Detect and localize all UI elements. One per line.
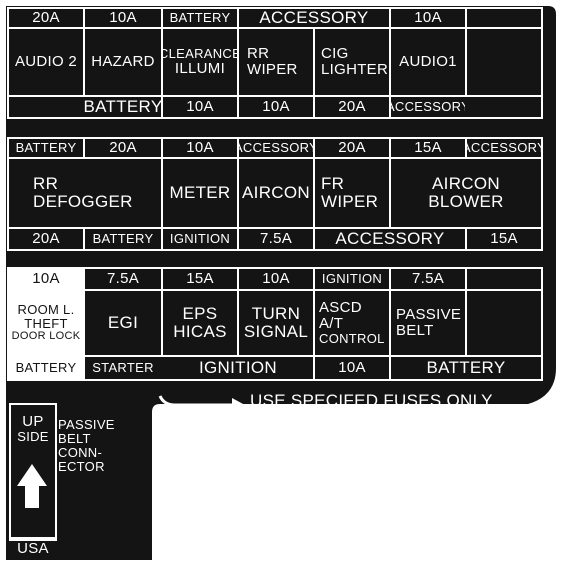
notice-arrowhead [232, 398, 245, 412]
power-source-battery: BATTERY [83, 97, 163, 116]
power-source-battery: BATTERY [9, 357, 83, 379]
fuse-rating-10a: 10A [414, 9, 442, 26]
power-source-accessory: ACCESSORY [391, 98, 465, 114]
panel-outline [6, 6, 556, 560]
fuse-label-aircon: AIRCON [242, 182, 310, 202]
fuse-rating-10a: 10A [262, 269, 290, 287]
fuse-label-audio1: AUDIO1 [399, 52, 457, 70]
fuse-label-meter: METER [169, 182, 231, 202]
fuse-rating-20a: 20A [338, 97, 366, 115]
fuse-rating-7-5a: 7.5A [259, 229, 293, 247]
power-source-accessory: ACCESSORY [259, 9, 369, 27]
power-source-accessory: ACCESSORY [239, 139, 313, 155]
usa-label: USA [17, 539, 49, 557]
notice-arrow [158, 395, 232, 407]
power-source-ignition: IGNITION [199, 357, 277, 377]
power-source-ignition: IGNITION [321, 270, 383, 286]
fuse-label-audio-2: AUDIO 2 [14, 52, 78, 70]
power-source-ignition: IGNITION [169, 230, 231, 246]
fuse-rating-10a: 10A [186, 139, 214, 156]
fuse-rating-10a: 10A [109, 9, 137, 26]
power-source-battery: BATTERY [15, 139, 77, 155]
fuse-label-hazard: HAZARD [91, 52, 155, 70]
up-arrow-icon [17, 464, 47, 508]
fuse-label-egi: EGI [107, 312, 139, 332]
fuse-rating-15a: 15A [490, 229, 518, 247]
fuse-slot-empty [467, 291, 541, 355]
notice-use-specified-fuses: USE SPECIFED FUSES ONLY [250, 390, 493, 410]
fuse-rating-10a: 10A [262, 97, 290, 115]
power-source-accessory: ACCESSORY [335, 229, 445, 248]
fuse-rating-20a: 20A [338, 139, 366, 156]
fuse-slot-empty [467, 29, 541, 95]
fuse-rating-15a: 15A [186, 269, 214, 287]
fuse-rating-7-5a: 7.5A [106, 269, 140, 287]
up-side-box [9, 403, 57, 541]
power-source-battery: BATTERY [92, 230, 154, 246]
fuse-rating-15a: 15A [414, 139, 442, 156]
grid-lines [7, 7, 543, 381]
fuse-rating-10a: 10A [9, 269, 83, 289]
fuse-rating-20a: 20A [109, 139, 137, 156]
power-source-battery: BATTERY [426, 357, 506, 377]
fuse-rating-10a: 10A [338, 358, 366, 376]
fuse-rating-10a: 10A [186, 97, 214, 115]
power-source-starter: STARTER [92, 359, 154, 375]
fuse-rating-20a: 20A [32, 9, 60, 26]
power-source-battery: BATTERY [169, 9, 231, 25]
fuse-rating-7-5a: 7.5A [411, 269, 445, 287]
fuse-rating-20a: 20A [32, 229, 60, 247]
power-source-accessory: ACCESSORY [467, 139, 541, 155]
